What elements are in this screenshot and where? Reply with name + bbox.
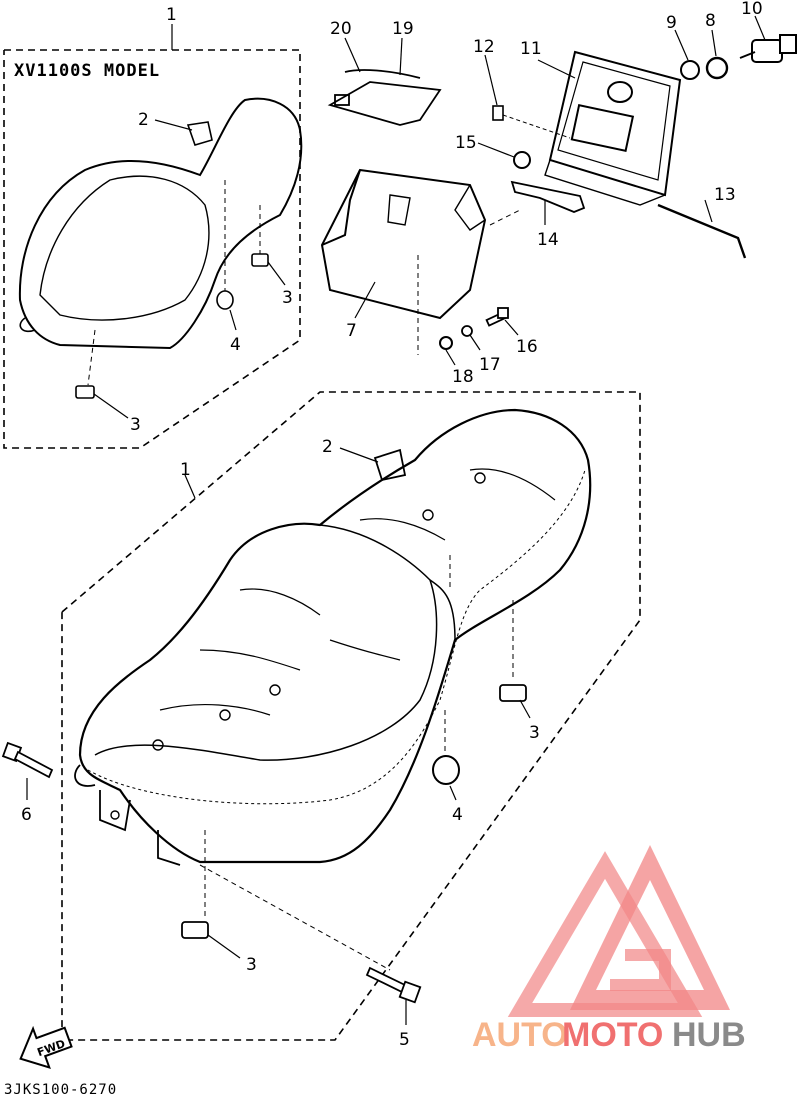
- part-18-collar: [439, 336, 453, 350]
- storage-case: [544, 50, 682, 206]
- box-cover: [320, 168, 487, 320]
- main-fastener-3b: [181, 921, 209, 939]
- callout-12: 12: [473, 37, 495, 57]
- callout-17: 17: [479, 355, 501, 375]
- callout-3-main-b: 3: [246, 955, 257, 975]
- part-6-bolt: [1, 741, 54, 779]
- callout-20: 20: [330, 19, 352, 39]
- seat-strap: [327, 69, 442, 126]
- callout-8: 8: [705, 11, 716, 31]
- callout-14: 14: [537, 230, 559, 250]
- callout-3-main-a: 3: [529, 723, 540, 743]
- part-8-nut: [705, 56, 729, 80]
- part-12-clip: [492, 105, 504, 121]
- part-15-cap: [513, 151, 531, 169]
- callout-1-inset: 1: [166, 5, 177, 25]
- callout-2-inset: 2: [138, 110, 149, 130]
- inset-grommet-4: [216, 290, 234, 310]
- watermark-moto: MOTO: [562, 1016, 663, 1054]
- callout-2-main: 2: [322, 437, 333, 457]
- callout-18: 18: [452, 367, 474, 387]
- inset-seat: [18, 97, 303, 386]
- callout-5: 5: [399, 1030, 410, 1050]
- watermark-auto: AUTO: [472, 1016, 568, 1054]
- part-16-bolt: [485, 307, 509, 327]
- callout-6: 6: [21, 805, 32, 825]
- catalog-code: 3JKS100-6270: [4, 1082, 117, 1098]
- part-5-bolt: [365, 966, 422, 1004]
- part-9-washer: [680, 60, 700, 80]
- part-17-washer: [461, 325, 473, 337]
- inset-title: XV1100S MODEL: [14, 61, 160, 81]
- watermark-logo: [507, 845, 730, 1017]
- callout-11: 11: [520, 39, 542, 59]
- callout-4-inset: 4: [230, 335, 241, 355]
- inset-fastener-3a: [251, 253, 269, 267]
- callout-15: 15: [455, 133, 477, 153]
- callout-13: 13: [714, 185, 736, 205]
- callout-9: 9: [666, 13, 677, 33]
- callout-3-inset-b: 3: [130, 415, 141, 435]
- main-fastener-3a: [499, 684, 527, 702]
- fwd-arrow-icon: [19, 1025, 73, 1069]
- inset-fastener-3b: [75, 385, 95, 399]
- callout-3-inset-a: 3: [282, 288, 293, 308]
- callout-4-main: 4: [452, 805, 463, 825]
- part-10-lock: [739, 34, 797, 63]
- inset-box: [3, 49, 301, 449]
- main-box: [61, 391, 641, 1041]
- part-13-rod: [657, 203, 747, 259]
- watermark-hub: HUB: [672, 1016, 746, 1054]
- main-grommet-4: [432, 755, 460, 785]
- main-seat: [74, 408, 592, 866]
- part-14-bracket: [510, 180, 586, 213]
- callout-7: 7: [346, 321, 357, 341]
- callout-1-main: 1: [180, 460, 191, 480]
- callout-16: 16: [516, 337, 538, 357]
- callout-10: 10: [741, 0, 763, 19]
- callout-19: 19: [392, 19, 414, 39]
